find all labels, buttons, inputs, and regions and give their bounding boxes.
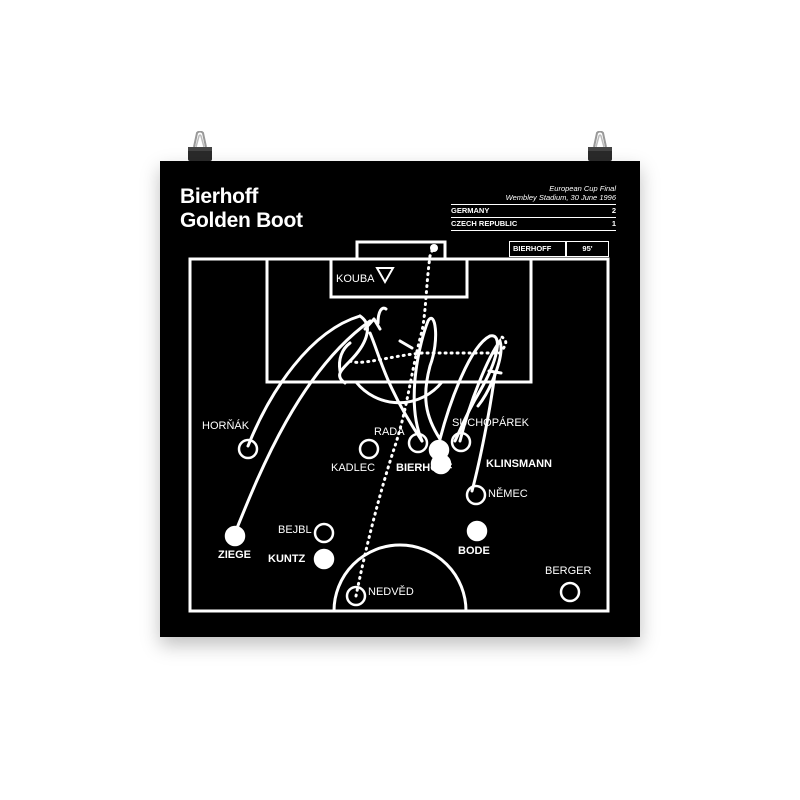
player-marker-hornak (237, 438, 259, 460)
player-marker-klinsmann (430, 453, 452, 475)
venue-date: Wembley Stadium, 30 June 1996 (505, 193, 616, 202)
pitch-diagram (188, 240, 610, 613)
goal-minute: 95' (567, 242, 608, 256)
player-marker-nemec (465, 484, 487, 506)
run-mark-1 (398, 339, 414, 350)
player-label-bierhoff: BIERHOFF (396, 462, 453, 474)
score-row-away: CZECH REPUBLIC 1 (451, 217, 616, 231)
run-loop-small (338, 341, 352, 373)
six-yard-box (329, 257, 469, 299)
binder-clip-right (585, 131, 615, 169)
match-info: European Cup Final Wembley Stadium, 30 J… (506, 184, 616, 202)
title-line-2: Golden Boot (180, 209, 303, 232)
poster: Bierhoff Golden Boot European Cup Final … (160, 161, 640, 637)
run-curl (338, 314, 369, 385)
cross-path (348, 351, 502, 364)
binder-clip-left (185, 131, 215, 169)
centre-circle-arc (332, 543, 468, 612)
player-marker-kadlec (358, 438, 380, 460)
scorer-badge: BIERHOFF 95' (509, 241, 609, 257)
player-marker-ziege (224, 525, 246, 547)
team-name: GERMANY (451, 206, 490, 215)
player-label-ziege: ZIEGE (218, 549, 252, 561)
run-nemec (470, 371, 497, 493)
scorer-name: BIERHOFF (510, 242, 565, 256)
player-label-kuntz: KUNTZ (268, 553, 306, 565)
player-label-berger: BERGER (545, 565, 592, 577)
poster-title: Bierhoff Golden Boot (180, 185, 303, 233)
run-klinsmann-2 (458, 337, 503, 443)
player-label-bejbl: BEJBL (278, 524, 312, 536)
player-marker-kuntz (313, 548, 335, 570)
penalty-area (265, 257, 533, 384)
triangle-goalkeeper-icon (375, 267, 395, 285)
player-marker-rada (407, 432, 429, 454)
player-marker-berger (559, 581, 581, 603)
player-label-rada: RADA (374, 426, 405, 438)
player-label-nemec: NĚMEC (488, 488, 528, 500)
player-label-suchoparek: SUCHOPÁREK (452, 417, 530, 429)
player-marker-suchoparek (450, 431, 472, 453)
run-bierhoff-2 (412, 316, 442, 443)
competition-name: European Cup Final (549, 184, 616, 193)
run-nemec-head (487, 369, 503, 375)
player-label-nedved: NEDVĚD (368, 586, 414, 598)
score-row-home: GERMANY 2 (451, 204, 616, 217)
title-line-1: Bierhoff (180, 185, 259, 208)
run-ziege (233, 319, 372, 535)
binder-clip-icon (188, 131, 212, 161)
soccer-ball-icon (430, 244, 438, 252)
player-label-kouba: KOUBA (336, 273, 375, 285)
player-label-klinsmann: KLINSMANN (486, 458, 552, 470)
player-label-hornak: HORŇÁK (202, 420, 250, 432)
run-hook (376, 306, 388, 325)
player-label-bode: BODE (458, 545, 490, 557)
player-marker-nedved (345, 585, 367, 607)
ball-path (354, 244, 436, 598)
score-table: GERMANY 2 CZECH REPUBLIC 1 (451, 204, 616, 231)
team-score: 1 (611, 219, 616, 228)
player-marker-bejbl (313, 522, 335, 544)
player-label-kadlec: KADLEC (331, 462, 376, 474)
run-bierhoff-1 (368, 331, 424, 443)
team-score: 2 (611, 206, 616, 215)
team-name: CZECH REPUBLIC (451, 219, 518, 228)
player-marker-bode (466, 520, 488, 542)
run-hornak (246, 314, 362, 448)
binder-clip-icon (588, 131, 612, 161)
penalty-arc (354, 381, 444, 405)
